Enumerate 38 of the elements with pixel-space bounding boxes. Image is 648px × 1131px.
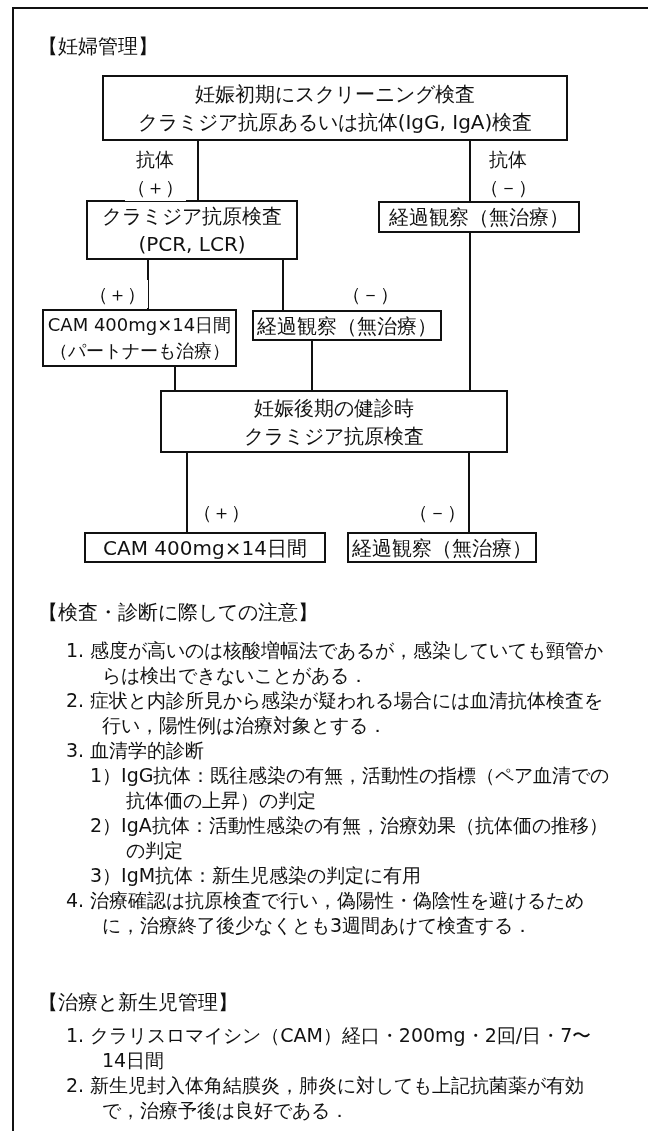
note-text: 3）IgM抗体：新生児感染の判定に有用 bbox=[90, 863, 423, 888]
process-box bbox=[160, 390, 508, 453]
box-text: 経過観察（無治療） bbox=[352, 534, 532, 562]
box-text: クラミジア抗原あるいは抗体(IgG, IgA)検査 bbox=[137, 109, 533, 136]
note-text: 4. 治療確認は抗原検査で行い，偽陽性・偽陰性を避けるために，治療終了後少なくとも3週間あけて検査する． bbox=[66, 888, 586, 938]
process-box bbox=[86, 200, 298, 260]
note-text: 2. 新生児封入体角結膜炎，肺炎に対しても上記抗菌薬が有効で，治療予後は良好である． bbox=[66, 1073, 586, 1123]
note-text: 1. クラリスロマイシン（CAM）経口・200mg・2回/日・7〜14日間 bbox=[66, 1023, 593, 1073]
note-text: 3. 血清学的診断 bbox=[66, 738, 206, 763]
box-text: 経過観察（無治療） bbox=[257, 312, 437, 340]
note-text: 2）IgA抗体：活動性感染の有無，治療効果（抗体価の推移）の判定 bbox=[90, 813, 609, 863]
connector-line bbox=[469, 232, 471, 391]
box-text: 経過観察（無治療） bbox=[389, 204, 569, 231]
section-heading: 【治療と新生児管理】 bbox=[38, 990, 239, 1015]
box-text: 妊娠後期の健診時 bbox=[254, 394, 414, 422]
connector-line bbox=[282, 259, 284, 311]
section-heading: 【妊婦管理】 bbox=[38, 34, 158, 59]
connector-line bbox=[468, 452, 470, 533]
box-text: CAM 400mg×14日間 bbox=[47, 313, 232, 337]
box-text: クラミジア抗原検査 bbox=[102, 203, 282, 230]
box-text: （パートナーも治療） bbox=[49, 339, 230, 363]
note-text: 1. 感度が高いのは核酸増幅法であるが，感染していても頸管からは検出できないことがある． bbox=[66, 638, 605, 688]
process-box bbox=[102, 75, 568, 141]
box-text: クラミジア抗原検査 bbox=[244, 422, 424, 450]
section-heading: 【検査・診断に際しての注意】 bbox=[38, 600, 319, 625]
note-text: 2. 症状と内診所見から感染が疑われる場合には血清抗体検査を行い，陽性例は治療対象とする． bbox=[66, 688, 605, 738]
connector-line bbox=[174, 366, 176, 391]
connector-line bbox=[469, 140, 471, 202]
connector-line bbox=[186, 452, 188, 533]
process-box bbox=[378, 201, 580, 233]
box-text: (PCR, LCR) bbox=[138, 231, 246, 258]
box-text: CAM 400mg×14日間 bbox=[103, 534, 307, 562]
connector-line bbox=[197, 140, 199, 201]
process-box bbox=[84, 532, 326, 563]
connector-line bbox=[311, 340, 313, 391]
box-text: 妊娠初期にスクリーニング検査 bbox=[195, 81, 475, 108]
note-text: 1）IgG抗体：既往感染の有無，活動性の指標（ペア血清での抗体価の上昇）の判定 bbox=[90, 763, 611, 813]
process-box bbox=[42, 309, 237, 367]
